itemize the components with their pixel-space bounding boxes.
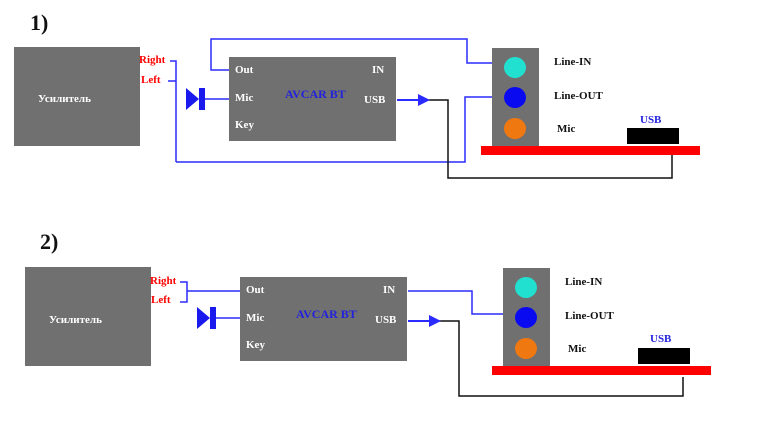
mic-jack	[504, 118, 526, 139]
diagram-number-2: 2)	[40, 229, 59, 254]
right-output-label: Right	[139, 54, 166, 66]
pin-in: IN	[372, 64, 385, 76]
pin-out: Out	[235, 64, 254, 76]
pin-key: Key	[246, 339, 265, 351]
pin-usb: USB	[364, 94, 386, 106]
line-out-label: Line-OUT	[565, 310, 614, 322]
amp-right-wire	[170, 60, 177, 162]
amplifier-box-2: Усилитель	[25, 267, 151, 366]
mic-label: Mic	[557, 123, 576, 135]
usb-port	[638, 348, 690, 364]
pin-out: Out	[246, 284, 265, 296]
usb-black-wire-2	[436, 320, 684, 397]
diagram-number-1: 1)	[30, 10, 49, 35]
audio-jack-panel-1	[492, 48, 539, 146]
pc-board	[481, 146, 700, 155]
line-in-jack	[515, 277, 537, 298]
usb-port-label: USB	[650, 333, 672, 345]
usb-arrow-head-1	[418, 94, 430, 106]
left-output-label: Left	[141, 74, 161, 86]
mic-label: Mic	[568, 343, 587, 355]
pin-usb: USB	[375, 314, 397, 326]
avcar-bt-module-2: Out Mic Key IN USB AVCAR BT	[240, 277, 407, 361]
left-output-label: Left	[151, 294, 171, 306]
line-in-label: Line-IN	[565, 276, 603, 288]
amp-right-wire-2	[180, 281, 188, 303]
usb-black-wire	[425, 99, 673, 179]
in-to-line-out-wire-2	[408, 290, 505, 315]
amplifier-label: Усилитель	[49, 314, 102, 326]
line-out-label: Line-OUT	[554, 90, 603, 102]
usb-port	[627, 128, 679, 144]
usb-port-label: USB	[640, 114, 662, 126]
pin-in: IN	[383, 284, 396, 296]
line-out-jack	[504, 87, 526, 108]
diode-icon-1	[186, 88, 205, 110]
amplifier-box-1: Усилитель	[14, 47, 140, 146]
usb-arrow-head-2	[429, 315, 441, 327]
line-in-jack	[504, 57, 526, 78]
mic-jack	[515, 338, 537, 359]
amplifier-label: Усилитель	[38, 93, 91, 105]
pin-key: Key	[235, 119, 254, 131]
module-title: AVCAR BT	[296, 307, 357, 321]
audio-jack-panel-2	[503, 268, 550, 366]
right-output-label: Right	[150, 275, 177, 287]
line-out-jack	[515, 307, 537, 328]
pin-mic: Mic	[246, 312, 265, 324]
diagram-1-wires	[168, 38, 673, 179]
avcar-bt-module-1: Out Mic Key IN USB AVCAR BT	[229, 57, 396, 141]
pc-board	[492, 366, 711, 375]
diagram-2-wires	[180, 281, 684, 397]
out-to-line-in-wire	[210, 38, 492, 71]
line-in-label: Line-IN	[554, 56, 592, 68]
amp-to-line-out-wire	[176, 96, 492, 163]
pin-mic: Mic	[235, 92, 254, 104]
diode-icon-2	[197, 307, 216, 329]
module-title: AVCAR BT	[285, 87, 346, 101]
